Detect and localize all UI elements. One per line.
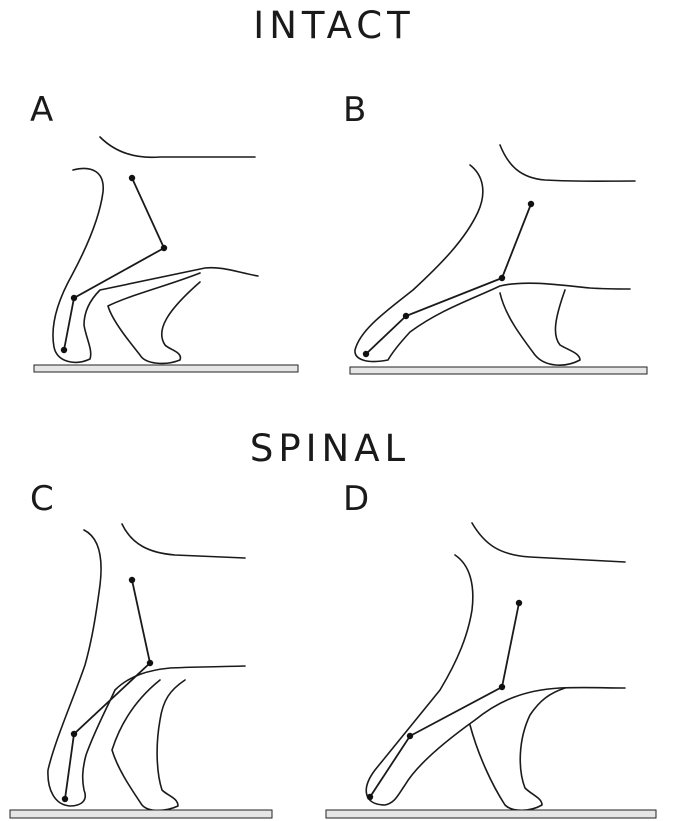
ankle-joint-marker bbox=[71, 295, 77, 301]
hip-joint-marker bbox=[528, 201, 534, 207]
panel-label-c: C bbox=[30, 479, 54, 519]
ankle-joint-marker bbox=[403, 313, 409, 319]
back-outline bbox=[500, 145, 635, 181]
ground-bar bbox=[350, 367, 647, 374]
panel-c bbox=[10, 524, 272, 818]
front-hindlimb-outline bbox=[48, 530, 245, 806]
toe-joint-marker bbox=[61, 347, 67, 353]
knee-joint-marker bbox=[161, 245, 167, 251]
panel-label-b: B bbox=[343, 90, 366, 130]
ground-bar bbox=[10, 810, 272, 818]
panel-label-a: A bbox=[30, 90, 53, 130]
hip-joint-marker bbox=[516, 600, 522, 606]
back-outline bbox=[122, 524, 245, 558]
front-hindlimb-outline bbox=[355, 165, 630, 362]
toe-joint-marker bbox=[363, 351, 369, 357]
panel-a bbox=[34, 137, 298, 372]
panel-b bbox=[350, 145, 647, 374]
ground-bar bbox=[326, 810, 656, 818]
front-hindlimb-outline bbox=[366, 555, 625, 805]
toe-joint-marker bbox=[62, 796, 68, 802]
hip-joint-marker bbox=[129, 175, 135, 181]
limb-stick-figure bbox=[370, 603, 519, 797]
back-outline bbox=[472, 523, 625, 562]
far-hindlimb-outline bbox=[108, 273, 200, 363]
far-hindlimb-outline bbox=[500, 290, 580, 365]
limb-stick-figure bbox=[366, 204, 531, 354]
knee-joint-marker bbox=[147, 660, 153, 666]
toe-joint-marker bbox=[367, 794, 373, 800]
ankle-joint-marker bbox=[407, 733, 413, 739]
back-outline bbox=[100, 137, 255, 157]
limb-stick-figure bbox=[64, 178, 164, 350]
panel-d bbox=[326, 523, 656, 818]
panel-label-d: D bbox=[343, 479, 369, 519]
knee-joint-marker bbox=[499, 275, 505, 281]
knee-joint-marker bbox=[499, 684, 505, 690]
hip-joint-marker bbox=[129, 577, 135, 583]
far-hindlimb-outline bbox=[470, 688, 565, 810]
front-hindlimb-outline bbox=[53, 168, 258, 362]
heading-intact: INTACT bbox=[253, 4, 414, 47]
ankle-joint-marker bbox=[71, 731, 77, 737]
ground-bar bbox=[34, 365, 298, 372]
far-hindlimb-outline bbox=[112, 680, 185, 810]
heading-spinal: SPINAL bbox=[250, 427, 410, 470]
limb-stick-figure bbox=[65, 580, 150, 799]
